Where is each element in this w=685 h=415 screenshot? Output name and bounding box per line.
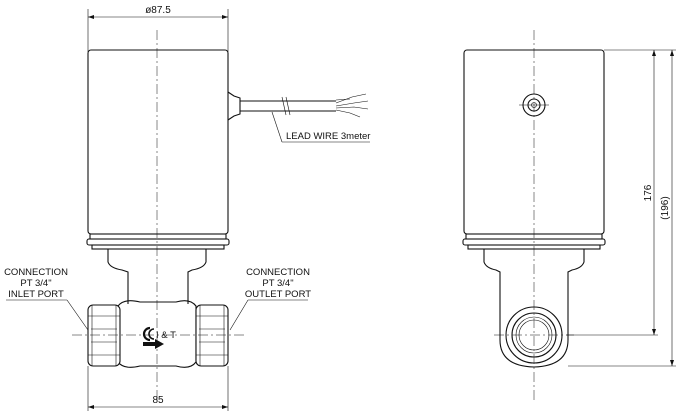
- outlet-label-line-1: CONNECTION: [246, 267, 310, 278]
- diameter-label: ø87.5: [145, 5, 171, 16]
- inlet-label-line-1: CONNECTION: [4, 267, 68, 278]
- outlet-label-line-2: PT 3/4": [262, 278, 293, 289]
- lead-wire: [227, 91, 370, 143]
- side-port-body: [499, 296, 569, 368]
- flow-direction-arrow-icon: [143, 339, 164, 349]
- outlet-label: CONNECTION PT 3/4" OUTLET PORT: [245, 267, 311, 300]
- diameter-dimension: ø87.5: [87, 5, 229, 52]
- inlet-label: CONNECTION PT 3/4" INLET PORT: [4, 267, 68, 300]
- grommet-icon: [519, 93, 549, 117]
- width-label: 85: [152, 395, 164, 406]
- brand-label: I & T: [156, 330, 176, 341]
- front-view: ø87.5 LEAD WIRE 3meter: [4, 5, 370, 411]
- front-collar: [86, 233, 230, 250]
- side-neck-left: [483, 249, 501, 296]
- connection-leaders: [6, 299, 308, 331]
- front-neck-right: [187, 249, 207, 304]
- inlet-hex-port: [87, 304, 121, 367]
- brand-logo-icon: [142, 326, 155, 342]
- outlet-label-line-3: OUTLET PORT: [245, 289, 311, 300]
- total-height-dimension: (196): [660, 50, 674, 366]
- side-collar: [462, 233, 606, 250]
- front-neck-left: [107, 249, 129, 304]
- inlet-label-line-3: INLET PORT: [8, 289, 64, 300]
- outlet-hex-port: [195, 304, 229, 367]
- inlet-label-line-2: PT 3/4": [20, 278, 51, 289]
- coil-body: [87, 49, 229, 235]
- width-dimension: 85: [87, 366, 229, 411]
- height-dimension: 176: [643, 50, 656, 335]
- lead-wire-label: LEAD WIRE 3meter: [286, 131, 370, 142]
- height-label: 176: [643, 184, 654, 201]
- side-neck-right: [567, 249, 585, 296]
- side-view: 176 (196): [462, 30, 676, 400]
- total-height-label: (196): [660, 196, 671, 219]
